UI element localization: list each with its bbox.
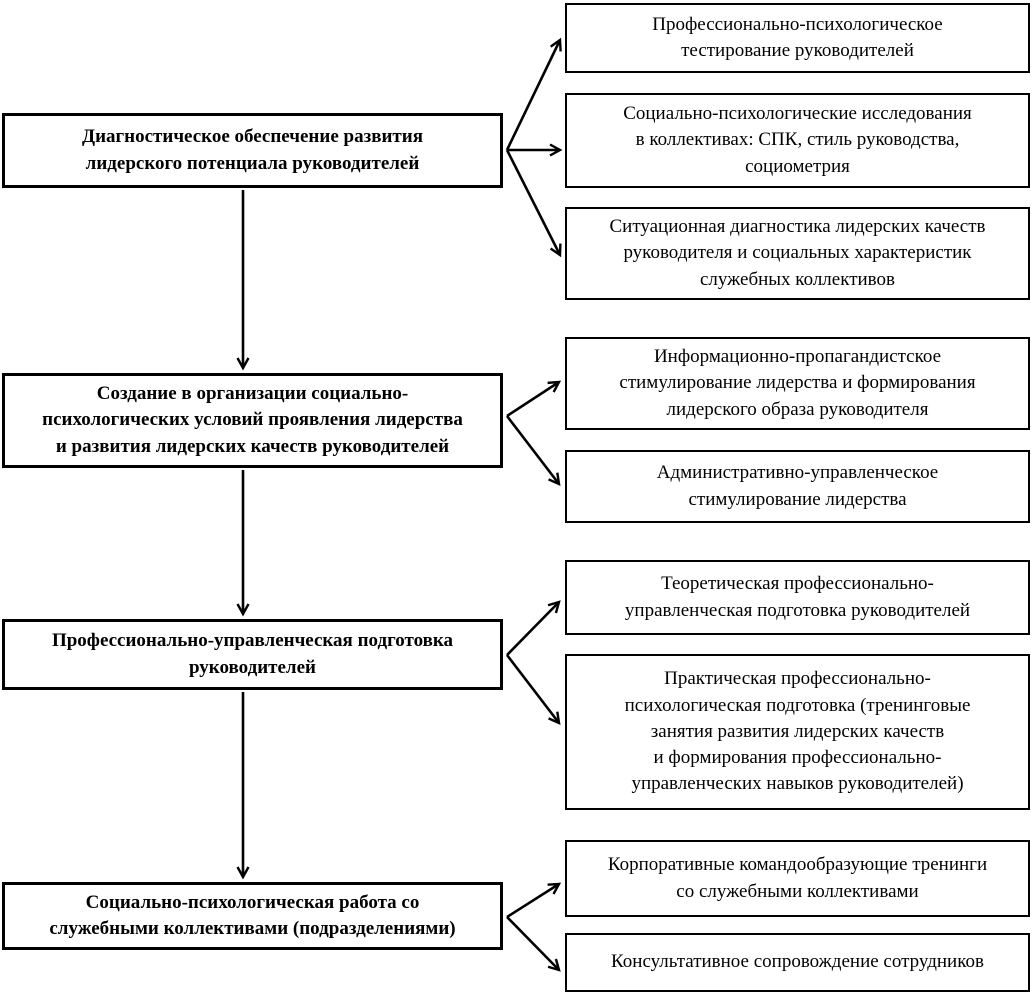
arrow-stage2-r5: [505, 415, 561, 486]
stage-box-training: Профессионально-управленческая подготовк…: [2, 619, 503, 690]
arrow-stage1-r1: [505, 37, 562, 151]
arrow-stage3-r6: [506, 600, 561, 656]
arrow-stage3-r7: [505, 654, 561, 725]
arrow-stage1-r3: [505, 149, 562, 258]
stage-box-social-work: Социально-психологическая работа со служ…: [2, 882, 503, 950]
arrow-stage4-r8: [506, 882, 562, 919]
activity-box-team-building: Корпоративные командообразующие тренинги…: [565, 840, 1030, 917]
activity-box-practical-training: Практическая профессионально- психологич…: [565, 654, 1030, 810]
activity-box-consulting: Консультативное сопровождение сотруднико…: [565, 933, 1030, 992]
activity-box-admin-stimulation: Административно-управленческое стимулиро…: [565, 450, 1030, 523]
stage-box-conditions: Создание в организации социально- психол…: [2, 373, 503, 468]
activity-box-theoretical-training: Теоретическая профессионально- управленч…: [565, 560, 1030, 635]
activity-box-social-research: Социально-психологические исследования в…: [565, 93, 1030, 188]
arrow-stage2-r4: [506, 380, 562, 418]
arrow-stage4-r9: [506, 916, 561, 972]
activity-box-info-propaganda: Информационно-пропагандистское стимулиро…: [565, 337, 1030, 430]
stage-box-diagnostics: Диагностическое обеспечение развития лид…: [2, 113, 503, 188]
activity-box-psych-testing: Профессионально-психологическое тестиров…: [565, 3, 1030, 73]
activity-box-situational-diagnostics: Ситуационная диагностика лидерских качес…: [565, 207, 1030, 300]
